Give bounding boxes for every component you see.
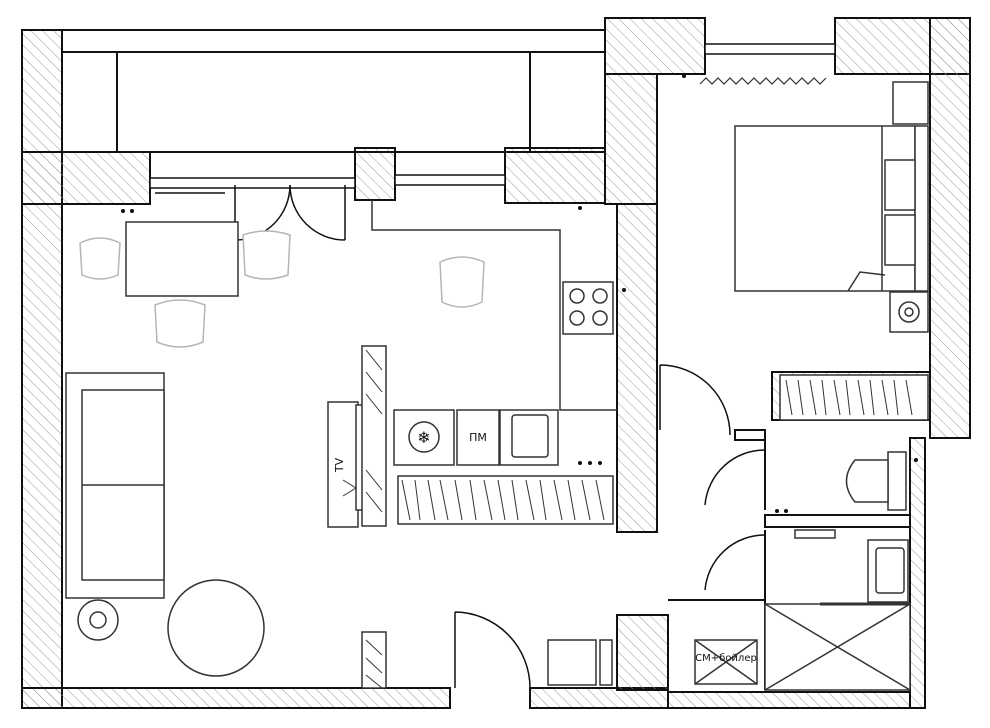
wall-top-right-a bbox=[604, 17, 706, 75]
bed-blanket-fold bbox=[847, 271, 886, 292]
windows bbox=[149, 43, 836, 194]
chair-4 bbox=[439, 256, 485, 308]
dining-table bbox=[125, 221, 239, 297]
wall-right bbox=[929, 17, 971, 439]
balcony-outline bbox=[61, 51, 606, 153]
dishwasher bbox=[456, 409, 500, 466]
washer-boiler-label: СМ+бойлер bbox=[695, 653, 757, 664]
toilet-bowl bbox=[845, 459, 889, 503]
wall-left bbox=[21, 29, 63, 709]
living-room bbox=[65, 372, 365, 677]
column-panel-lower bbox=[361, 631, 387, 689]
wall-balcony-right bbox=[504, 147, 606, 204]
nightstand-top bbox=[892, 81, 929, 125]
chair-3 bbox=[154, 299, 206, 348]
window-balcony-left bbox=[149, 177, 356, 189]
kitchen-cabinet-row bbox=[397, 475, 614, 525]
doors bbox=[234, 184, 766, 689]
wall-right-lower bbox=[909, 437, 926, 709]
fridge-icon-ring bbox=[408, 421, 440, 453]
door-bath bbox=[704, 534, 766, 591]
floor-lamp-inner bbox=[89, 611, 107, 629]
fridge-snowflake: ❄ bbox=[417, 428, 430, 447]
bath-sink-basin bbox=[875, 547, 905, 594]
door-toilet bbox=[704, 449, 766, 506]
tv-label: TV bbox=[333, 457, 346, 473]
stove bbox=[562, 281, 614, 335]
lamp-inner bbox=[904, 307, 914, 317]
kitchen-sink-basin bbox=[511, 414, 549, 458]
wall-balcony-pillar bbox=[354, 147, 396, 201]
hall-cabinet bbox=[547, 639, 597, 686]
bedroom bbox=[734, 81, 929, 421]
wall-bottom-stub bbox=[616, 614, 669, 691]
dishwasher-label: ПМ bbox=[469, 431, 487, 444]
walls bbox=[21, 17, 971, 709]
cabinet-hatching bbox=[365, 349, 605, 521]
bed-headboard bbox=[914, 125, 929, 292]
burner-2 bbox=[592, 288, 608, 304]
tv-arrow bbox=[342, 479, 357, 497]
toilet-tank bbox=[887, 451, 907, 511]
washer-diag-2 bbox=[694, 639, 758, 685]
window-bedroom bbox=[704, 43, 836, 55]
burner-3 bbox=[569, 310, 585, 326]
bathroom bbox=[547, 451, 911, 691]
curtain bbox=[699, 77, 827, 85]
dining-area bbox=[79, 230, 485, 348]
chair-1 bbox=[79, 237, 121, 280]
outlets bbox=[121, 74, 918, 513]
round-table bbox=[167, 579, 265, 677]
wall-kitchen-right bbox=[616, 203, 658, 533]
column-panel bbox=[361, 345, 387, 527]
kitchen-counter-outline bbox=[371, 200, 617, 411]
nightstand-bottom bbox=[889, 291, 929, 333]
hall-cabinet-side bbox=[599, 639, 613, 686]
column-panel-lower-hatch bbox=[365, 639, 383, 689]
shower-diag-2 bbox=[764, 603, 911, 691]
wall-bottom-left bbox=[21, 687, 451, 709]
door-entrance bbox=[454, 611, 531, 689]
door-bedroom bbox=[659, 364, 731, 436]
wall-bottom-right bbox=[667, 691, 911, 709]
wall-balcony-left bbox=[21, 151, 151, 205]
bath-wall-mid bbox=[764, 514, 911, 528]
wardrobe-hatch bbox=[785, 379, 913, 416]
kitchen bbox=[361, 200, 617, 527]
bath-wall-top bbox=[734, 429, 766, 441]
towel-rail bbox=[794, 529, 836, 539]
burner-1 bbox=[569, 288, 585, 304]
bedroom-wardrobe bbox=[779, 374, 929, 421]
window-balcony-right bbox=[394, 174, 506, 186]
pillow-2 bbox=[884, 214, 916, 266]
door-balcony-right bbox=[289, 184, 346, 241]
chair-2 bbox=[242, 230, 291, 280]
burner-4 bbox=[592, 310, 608, 326]
pillow-1 bbox=[884, 159, 916, 211]
wall-bedroom-left-upper bbox=[604, 73, 658, 205]
tv-stand bbox=[327, 401, 359, 528]
